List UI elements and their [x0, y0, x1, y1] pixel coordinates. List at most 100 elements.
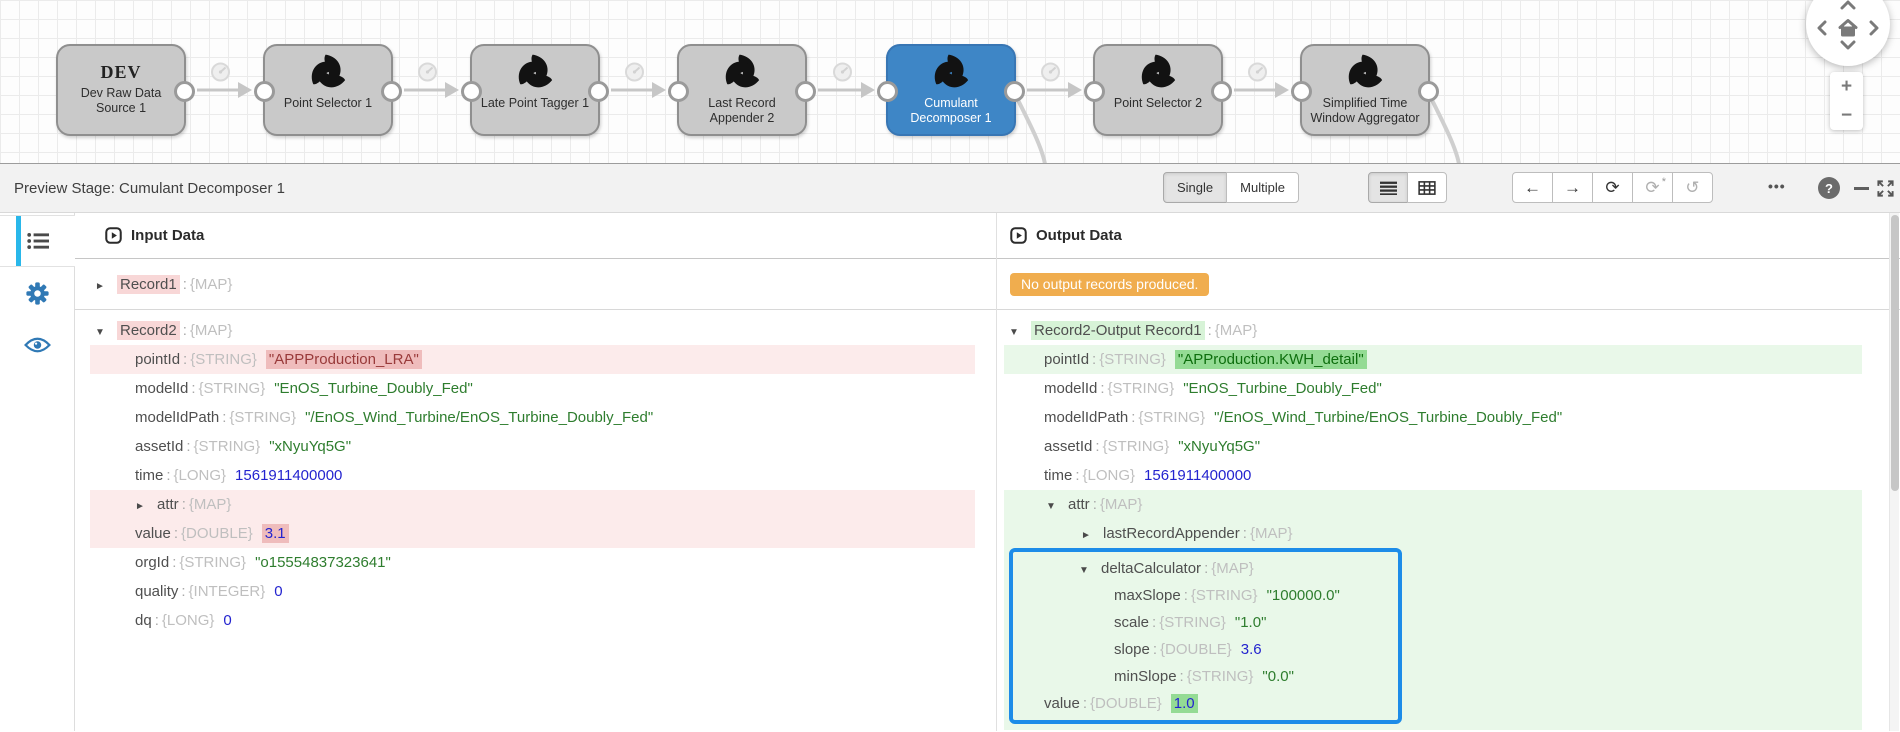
pan-down-icon[interactable]	[1840, 40, 1856, 50]
field-value: "APProduction.KWH_detail"	[1174, 350, 1367, 369]
previous-button[interactable]: ←	[1512, 172, 1553, 203]
separator: :	[191, 380, 196, 397]
field-type: {INTEGER}	[188, 583, 266, 600]
output-port[interactable]	[1211, 81, 1232, 102]
pipeline-node-late-point-tagger-1[interactable]: Late Point Tagger 1	[461, 44, 609, 136]
canvas-zoom-control[interactable]: + −	[1830, 72, 1863, 130]
origin-badge: DEV	[100, 62, 142, 82]
output-port[interactable]	[174, 81, 195, 102]
gauge-icon	[833, 62, 852, 82]
refresh-new-preview-button[interactable]: ⟳ *	[1632, 172, 1673, 203]
record-mode-toggle[interactable]: Single Multiple	[1163, 172, 1299, 203]
next-button[interactable]: →	[1552, 172, 1593, 203]
node-label: Point Selector 2	[1113, 96, 1203, 110]
field-value: "/EnOS_Wind_Turbine/EnOS_Turbine_Doubly_…	[305, 409, 654, 426]
zoom-in-button[interactable]: +	[1840, 76, 1853, 97]
pan-left-icon[interactable]	[1817, 20, 1827, 36]
sidebar-item-preview[interactable]	[0, 319, 75, 371]
pan-up-icon[interactable]	[1840, 0, 1856, 10]
field-type: {STRING}	[1159, 614, 1226, 631]
preview-nav-buttons[interactable]: ← → ⟳ ⟳ * ↺	[1512, 172, 1713, 203]
input-port[interactable]	[461, 81, 482, 102]
help-icon[interactable]: ?	[1818, 177, 1840, 199]
pipeline-node-last-record-appender-2[interactable]: Last Record Appender 2	[668, 44, 816, 136]
input-data-panel: Input Data ►Record1:{MAP} ▼Record2:{MAP}…	[75, 213, 996, 731]
expand-arrow-icon[interactable]: ►	[1081, 530, 1091, 541]
field-type: {STRING}	[1102, 438, 1170, 455]
list-view-button[interactable]	[1368, 172, 1408, 203]
vertical-scrollbar[interactable]	[1889, 213, 1899, 731]
field-row-time: time:{LONG}1561911400000	[1004, 461, 1862, 490]
output-port[interactable]	[588, 81, 609, 102]
field-key: minSlope	[1114, 668, 1177, 685]
multiple-mode-button[interactable]: Multiple	[1226, 172, 1299, 203]
field-row-deltacalculator: ▼deltaCalculator:{MAP}	[1013, 555, 1398, 582]
swirl-logo-icon	[722, 53, 762, 93]
output-port[interactable]	[795, 81, 816, 102]
preview-stage-title: Preview Stage: Cumulant Decomposer 1	[14, 180, 285, 197]
collapse-arrow-icon[interactable]: ▼	[1009, 327, 1019, 338]
output-port[interactable]	[1418, 81, 1439, 102]
pipeline-node-cumulant-decomposer-1[interactable]: Cumulant Decomposer 1	[877, 44, 1025, 136]
pipeline-node-point-selector-2[interactable]: Point Selector 2	[1084, 44, 1232, 136]
collapse-arrow-icon[interactable]: ▼	[1079, 565, 1089, 576]
separator: :	[222, 409, 227, 426]
expand-arrow-icon[interactable]: ►	[95, 280, 105, 292]
field-type: {DOUBLE}	[181, 525, 253, 542]
separator: :	[1075, 467, 1080, 484]
records-list-icon	[27, 232, 49, 250]
field-key: quality	[135, 583, 179, 600]
revert-button[interactable]: ↺	[1672, 172, 1713, 203]
stream-curve	[1014, 95, 1047, 163]
input-port[interactable]	[1084, 81, 1105, 102]
refresh-button[interactable]: ⟳	[1592, 172, 1633, 203]
field-type: {DOUBLE}	[1160, 641, 1232, 658]
collapse-arrow-icon[interactable]: ▼	[1046, 501, 1056, 512]
output-data-header: Output Data	[997, 213, 1900, 259]
sidebar-item-configuration[interactable]	[0, 267, 75, 319]
record-label: Record2-Output Record1	[1031, 321, 1205, 340]
field-type: {MAP}	[188, 496, 232, 513]
output-notice-row: No output records produced.	[997, 259, 1900, 310]
field-type: {STRING}	[193, 438, 261, 455]
field-type: {LONG}	[1082, 467, 1136, 484]
more-options-icon[interactable]: •••	[1768, 178, 1786, 194]
connector-arrowhead	[1068, 82, 1082, 98]
expand-arrow-icon[interactable]: ►	[135, 501, 145, 512]
field-value: "0.0"	[1262, 668, 1294, 685]
field-value: "/EnOS_Wind_Turbine/EnOS_Turbine_Doubly_…	[1214, 409, 1563, 426]
single-mode-button[interactable]: Single	[1163, 172, 1228, 203]
sidebar-item-records[interactable]	[0, 215, 75, 267]
home-icon[interactable]	[1838, 18, 1858, 38]
input-port[interactable]	[1291, 81, 1312, 102]
gear-icon	[26, 282, 49, 305]
field-row-modelid: modelId:{STRING}"EnOS_Turbine_Doubly_Fed…	[90, 374, 975, 403]
field-row-assetid: assetId:{STRING}"xNyuYq5G"	[1004, 432, 1862, 461]
pipeline-node-point-selector-1[interactable]: Point Selector 1	[254, 44, 402, 136]
output-port[interactable]	[1004, 81, 1025, 102]
pipeline-node-simplified-time-window-aggregator[interactable]: Simplified Time Window Aggregator	[1291, 44, 1439, 136]
node-label: Late Point Tagger 1	[480, 96, 590, 110]
input-port[interactable]	[668, 81, 689, 102]
table-view-button[interactable]	[1407, 172, 1447, 203]
field-type: {MAP}	[1099, 496, 1143, 513]
field-key: time	[135, 467, 164, 484]
field-value: 1561911400000	[1144, 467, 1252, 484]
scrollbar-thumb[interactable]	[1891, 215, 1899, 491]
gauge-icon	[211, 62, 230, 82]
input-port[interactable]	[877, 81, 898, 102]
collapse-arrow-icon[interactable]: ▼	[95, 327, 105, 338]
view-toggle[interactable]	[1368, 172, 1447, 203]
zoom-out-button[interactable]: −	[1840, 105, 1853, 126]
output-port[interactable]	[381, 81, 402, 102]
expand-icon[interactable]	[1876, 179, 1895, 198]
canvas-pan-control[interactable]	[1806, 0, 1890, 66]
node-label: Last Record Appender 2	[708, 96, 776, 125]
minimize-icon[interactable]	[1854, 187, 1869, 190]
field-row-time: time:{LONG}1561911400000	[90, 461, 975, 490]
field-type: {MAP}	[189, 322, 233, 339]
pan-right-icon[interactable]	[1869, 20, 1879, 36]
input-port[interactable]	[254, 81, 275, 102]
